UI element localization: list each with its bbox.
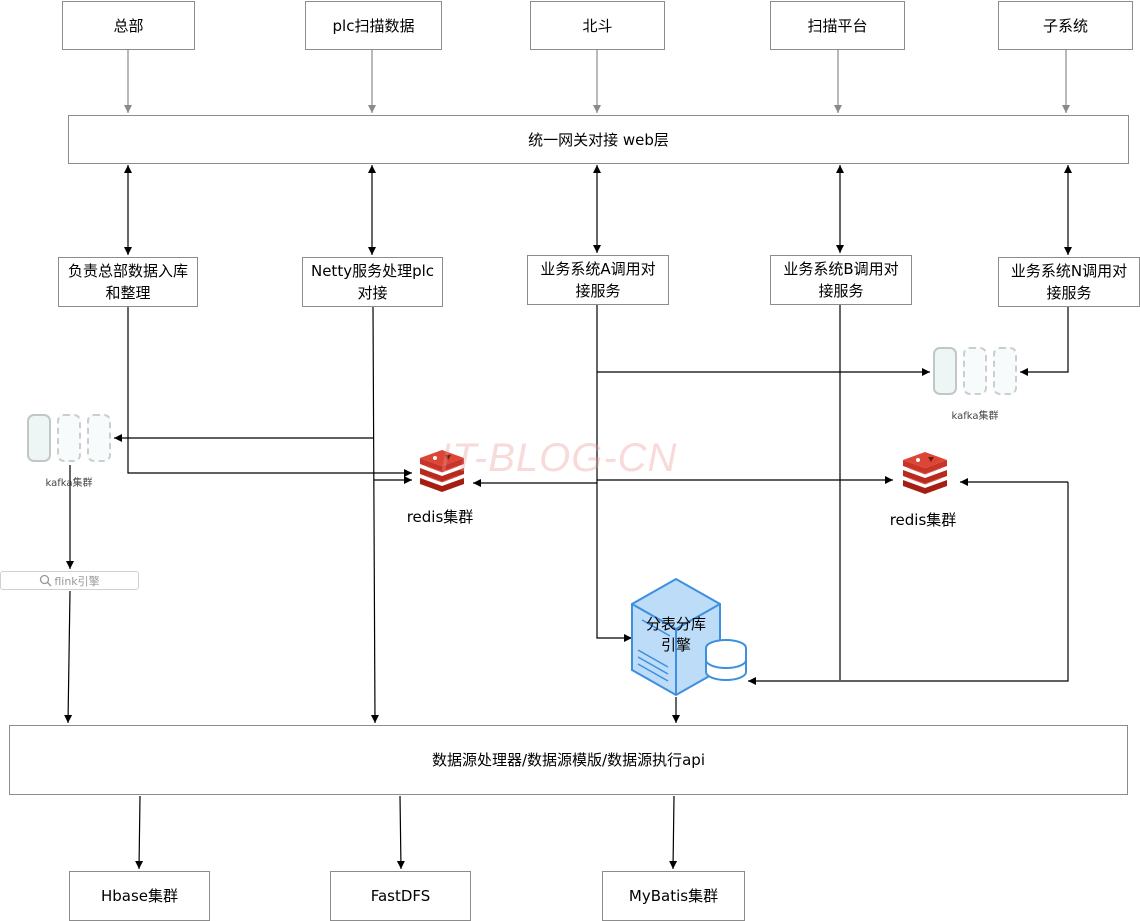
kafka-node-icon [933,347,957,395]
edge-n-to-kafka [1020,307,1069,376]
database-server-icon [631,577,747,697]
storage-fastdfs: FastDFS [330,871,471,921]
kafka-right-label: kafka集群 [951,411,999,422]
storage-fastdfs-label: FastDFS [370,887,431,905]
kafka-node-icon [57,414,81,462]
service-b-label: 业务系统B调用对 接服务 [783,260,899,300]
storage-mybatis-label: MyBatis集群 [628,887,719,905]
source-beidou-label: 北斗 [582,16,613,35]
edge-netty-to-datasource [370,306,379,724]
edge-to-mybatis [669,795,678,870]
kafka-node-icon [963,347,987,395]
edge-flink-to-datasource [64,590,73,724]
source-subsystem-label: 子系统 [1042,16,1088,35]
redis-left-label: redis集群 [406,508,474,526]
service-hq-ingest: 负责总部数据入库 和整理 [58,257,198,307]
sharding-engine-label: 分表分库 引擎 [645,615,706,654]
service-netty-label: Netty服务处理plc 对接 [310,262,435,302]
storage-hbase: Hbase集群 [69,871,210,921]
source-plc: plc扫描数据 [305,1,442,50]
source-plc-label: plc扫描数据 [332,16,415,35]
source-beidou: 北斗 [530,1,665,50]
kafka-node-icon [87,414,111,462]
edge-to-hbase [135,795,144,870]
redis-icon-right [903,452,947,494]
gateway-label: 统一网关对接 web层 [528,130,669,149]
service-netty-plc: Netty服务处理plc 对接 [302,257,443,307]
datasource-processor: 数据源处理器/数据源模版/数据源执行api [9,725,1128,795]
kafka-left-label: kafka集群 [45,478,93,489]
datasource-label: 数据源处理器/数据源模版/数据源执行api [432,751,705,769]
storage-hbase-label: Hbase集群 [100,887,179,905]
flink-engine: flink引擎 [0,571,139,590]
source-hq-label: 总部 [113,16,144,35]
service-system-n: 业务系统N调用对 接服务 [998,257,1140,307]
edge-to-fastdfs [396,795,405,870]
redis-right-label: redis集群 [889,511,957,529]
edge-a-to-engine [596,305,632,642]
kafka-node-icon [27,414,51,462]
service-a-label: 业务系统A调用对 接服务 [540,260,656,300]
service-hq-label: 负责总部数据入库 和整理 [67,262,188,302]
service-system-b: 业务系统B调用对 接服务 [770,255,912,305]
gateway-web-layer: 统一网关对接 web层 [68,115,1129,164]
source-hq: 总部 [62,1,195,50]
kafka-node-icon [993,347,1017,395]
storage-mybatis: MyBatis集群 [602,871,745,921]
flink-label: flink引擎 [54,574,100,588]
source-subsystem: 子系统 [998,1,1133,50]
search-icon [40,574,52,587]
source-scan-platform-label: 扫描平台 [807,16,868,35]
watermark: IT-BLOG-CN [440,436,678,480]
edge-n-to-engine [748,482,1069,685]
edge-hq-to-redis [127,307,412,477]
service-n-label: 业务系统N调用对 接服务 [1010,262,1128,302]
source-scan-platform: 扫描平台 [770,1,905,50]
redis-icon-left [420,450,464,492]
service-system-a: 业务系统A调用对 接服务 [527,255,669,305]
